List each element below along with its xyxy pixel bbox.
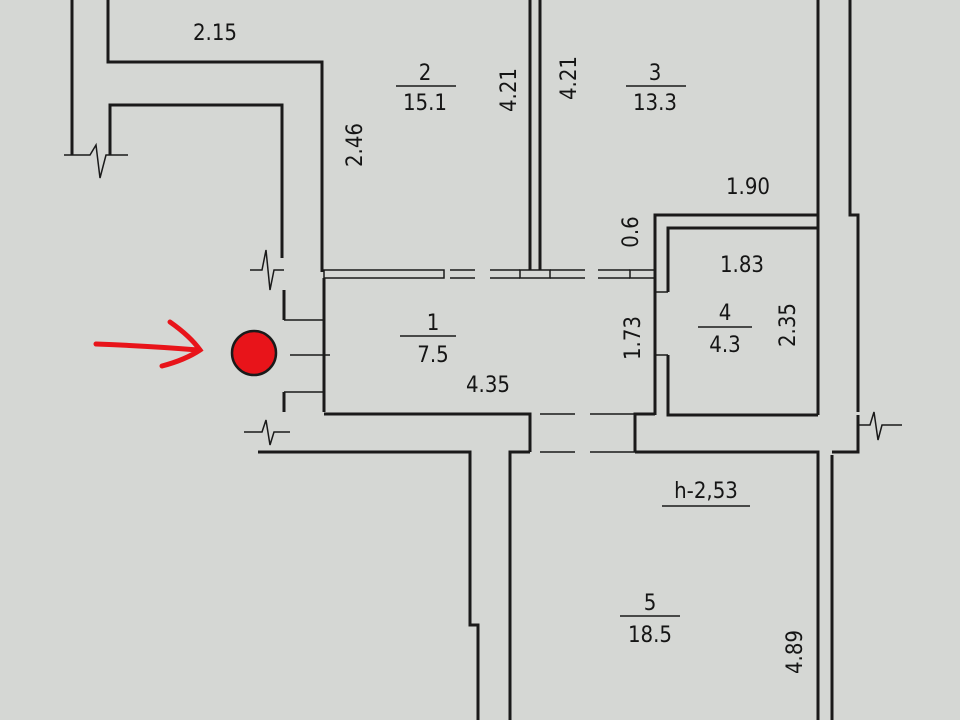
room-area: 13.3	[633, 91, 677, 116]
room-number: 4	[719, 301, 732, 326]
room-3-label: 3 13.3	[626, 61, 686, 116]
dimension-label: 1.73	[621, 316, 646, 360]
room-area: 4.3	[709, 333, 740, 358]
room-1-label: 1 7.5	[400, 311, 456, 368]
dimension-label: 0.6	[619, 216, 644, 247]
room-area: 7.5	[417, 343, 448, 368]
red-arrow-icon	[93, 319, 204, 369]
room-area: 18.5	[628, 623, 672, 648]
walls	[64, 0, 902, 720]
room-4-label: 4 4.3	[698, 301, 752, 358]
room-labels: 2 15.1 3 13.3 1 7.5 4 4.3 5 18.5	[396, 61, 752, 648]
dimension-label: 4.21	[497, 68, 522, 112]
room-number: 5	[644, 591, 657, 616]
dimension-label: 1.83	[720, 253, 764, 278]
dimension-label: 1.90	[726, 175, 770, 200]
dimension-label: 4.89	[783, 630, 808, 674]
room-5-label: 5 18.5	[620, 591, 680, 648]
room-number: 3	[649, 61, 662, 86]
dimension-labels: 2.15 2.46 4.21 4.21 1.90 0.6 1.83 2.35 1…	[193, 21, 808, 674]
red-dot-icon	[230, 329, 278, 377]
dimension-label: 4.35	[466, 373, 510, 398]
entrance-marker	[93, 319, 278, 377]
dimension-label: 2.46	[343, 123, 368, 167]
dimension-label: 2.15	[193, 21, 237, 46]
room-number: 2	[419, 61, 432, 86]
ceiling-height-label: h-2,53	[674, 479, 738, 504]
room-2-label: 2 15.1	[396, 61, 456, 116]
room-area: 15.1	[403, 91, 447, 116]
room-number: 1	[427, 311, 440, 336]
dimension-label: 2.35	[776, 303, 801, 347]
dimension-label: 4.21	[557, 56, 582, 100]
